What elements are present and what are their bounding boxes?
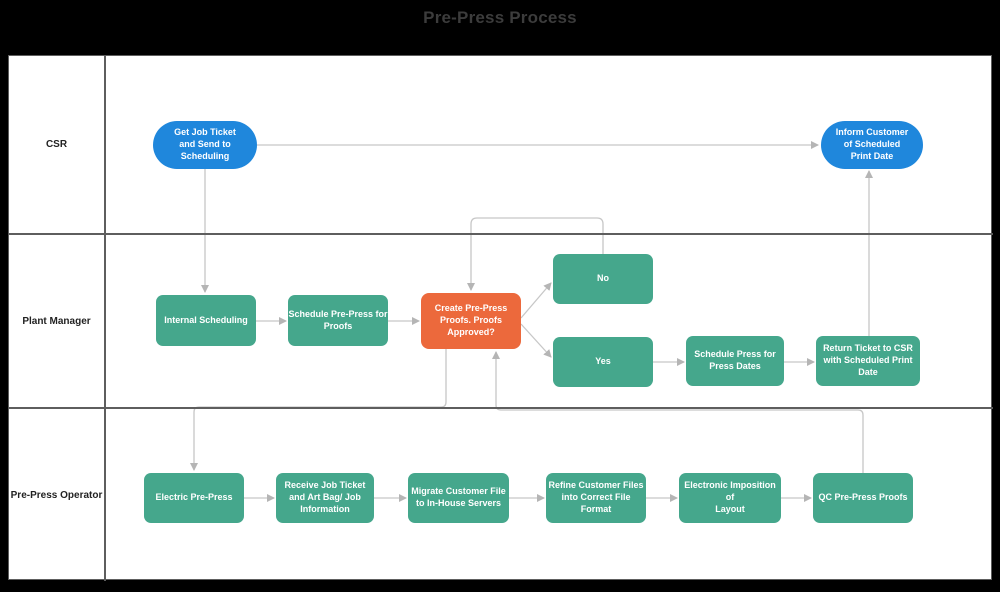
node-create-pre-press-proofs-label: Create Pre-Press Proofs. Proofs Approved…	[434, 303, 508, 337]
node-schedule-press-for-press-dates-label: Schedule Press for Press Dates	[694, 349, 776, 371]
connector-create-to-electric	[190, 349, 447, 471]
connector-no-loop-to-create	[467, 217, 604, 291]
node-schedule-press-for-press-dates: Schedule Press for Press Dates	[686, 336, 784, 386]
node-internal-scheduling-label: Internal Scheduling	[164, 314, 248, 325]
node-qc-pre-press-proofs-label: QC Pre-Press Proofs	[818, 492, 908, 503]
node-get-job-ticket-label: Get Job Ticket and Send to Scheduling	[174, 127, 236, 161]
node-return-ticket-to-csr-label: Return Ticket to CSR with Scheduled Prin…	[823, 343, 913, 377]
page-title: Pre-Press Process	[423, 8, 577, 27]
lane-divider-plantmanager-operator	[9, 407, 993, 409]
lane-label-plant-manager: Plant Manager	[22, 315, 91, 327]
connector-create-to-yes	[520, 323, 552, 358]
lane-label-pre-press-operator: Pre-Press Operator	[10, 489, 103, 501]
lane-label-column-divider	[104, 56, 106, 581]
lane-label-csr: CSR	[45, 139, 68, 150]
node-receive-job-ticket-label: Receive Job Ticket and Art Bag/ Job Info…	[284, 480, 366, 514]
node-schedule-pre-press-for-proofs: Schedule Pre-Press for Proofs	[288, 295, 388, 346]
node-refine-customer-files: Refine Customer Files into Correct File …	[546, 473, 646, 523]
lane-divider-csr-plantmanager	[9, 233, 993, 235]
swimlane-panel: CSR Plant Manager Pre-Press Operator Get…	[8, 55, 993, 581]
node-migrate-customer-file: Migrate Customer File to In-House Server…	[408, 473, 509, 523]
node-inform-customer: Inform Customer of Scheduled Print Date	[821, 121, 923, 169]
node-return-ticket-to-csr: Return Ticket to CSR with Scheduled Prin…	[816, 336, 920, 386]
node-no-label: No	[597, 273, 609, 284]
node-migrate-customer-file-label: Migrate Customer File to In-House Server…	[411, 486, 506, 508]
node-electronic-imposition-label: Electronic Imposition of Layout	[684, 480, 776, 514]
node-electronic-imposition: Electronic Imposition of Layout	[679, 473, 781, 523]
node-electric-pre-press: Electric Pre-Press	[144, 473, 244, 523]
node-electric-pre-press-label: Electric Pre-Press	[155, 492, 233, 503]
node-schedule-pre-press-for-proofs-label: Schedule Pre-Press for Proofs	[288, 308, 388, 331]
node-get-job-ticket: Get Job Ticket and Send to Scheduling	[153, 121, 257, 169]
node-yes-label: Yes	[595, 356, 611, 367]
node-create-pre-press-proofs: Create Pre-Press Proofs. Proofs Approved…	[421, 293, 521, 349]
node-receive-job-ticket: Receive Job Ticket and Art Bag/ Job Info…	[276, 473, 374, 523]
node-internal-scheduling: Internal Scheduling	[156, 295, 256, 346]
connector-qc-to-create	[492, 351, 864, 473]
node-no: No	[553, 254, 653, 304]
node-refine-customer-files-label: Refine Customer Files into Correct File …	[548, 480, 644, 514]
node-qc-pre-press-proofs: QC Pre-Press Proofs	[813, 473, 913, 523]
node-inform-customer-label: Inform Customer of Scheduled Print Date	[835, 127, 909, 161]
connector-create-to-no	[520, 282, 552, 319]
node-yes: Yes	[553, 337, 653, 387]
